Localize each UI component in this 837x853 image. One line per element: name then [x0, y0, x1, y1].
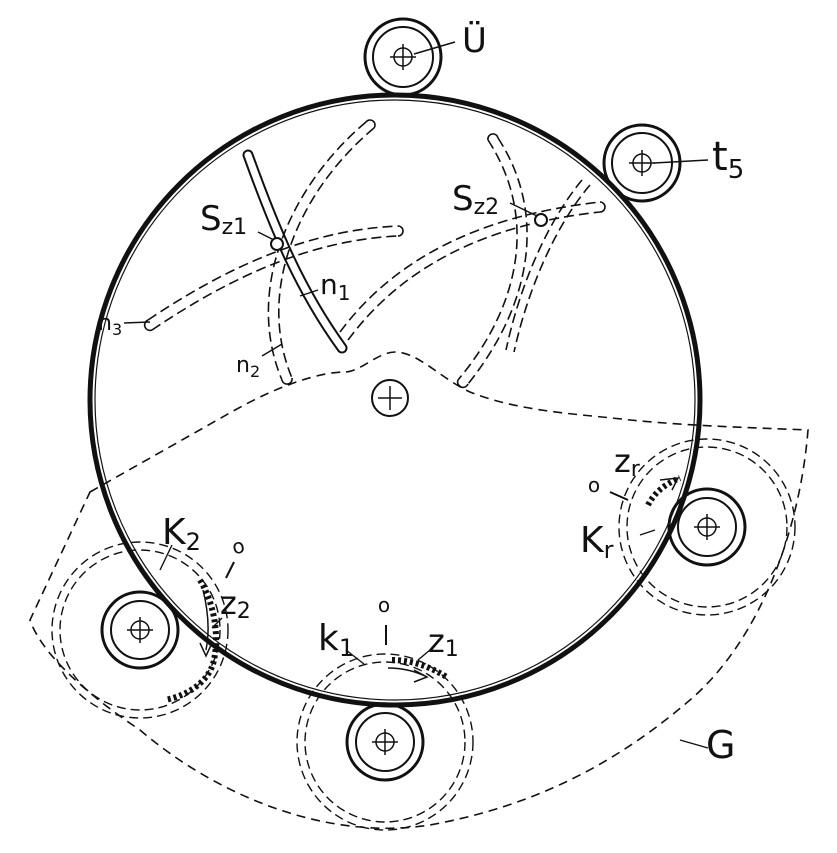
slot-group-2a	[339, 201, 606, 341]
zero-label-kr: o	[588, 473, 600, 497]
label-u: Ü	[462, 20, 487, 61]
zero-marker-k1: o	[378, 593, 390, 645]
roller-u	[363, 17, 456, 97]
label-t5: t5	[712, 134, 744, 185]
label-z2: z2	[220, 584, 251, 624]
label-kr: Kr	[580, 520, 614, 564]
slot-n2	[267, 119, 376, 385]
roller-k1	[296, 653, 474, 831]
label-sz1: Sz1	[200, 199, 247, 240]
zero-marker-k2: o	[225, 533, 247, 579]
intersection-sz2	[534, 213, 548, 227]
label-k2: K2	[162, 512, 201, 556]
zero-label-k2: o	[229, 533, 247, 559]
label-z1: z1	[428, 622, 459, 662]
roller-k2	[51, 541, 229, 719]
label-sz2: Sz2	[452, 179, 499, 220]
label-n3: n3	[98, 311, 122, 339]
zero-label-k1: o	[378, 593, 390, 617]
label-g: G	[706, 723, 735, 767]
center-hub	[371, 379, 409, 417]
slot-n3	[143, 225, 404, 332]
main-disc-inner-rim	[94, 99, 696, 701]
zero-marker-kr: o	[588, 473, 629, 501]
slot-group-2c	[505, 179, 591, 353]
label-zr: zr	[614, 442, 641, 482]
label-n1: n1	[320, 268, 350, 305]
slot-group-2b	[456, 133, 528, 389]
label-n2: n2	[236, 353, 260, 381]
main-disc	[87, 92, 703, 708]
intersection-sz1	[270, 237, 284, 251]
label-k1: k1	[318, 618, 354, 662]
roller-kr	[618, 438, 796, 616]
roller-t5	[602, 123, 709, 203]
housing-boundary-g	[29, 351, 809, 829]
